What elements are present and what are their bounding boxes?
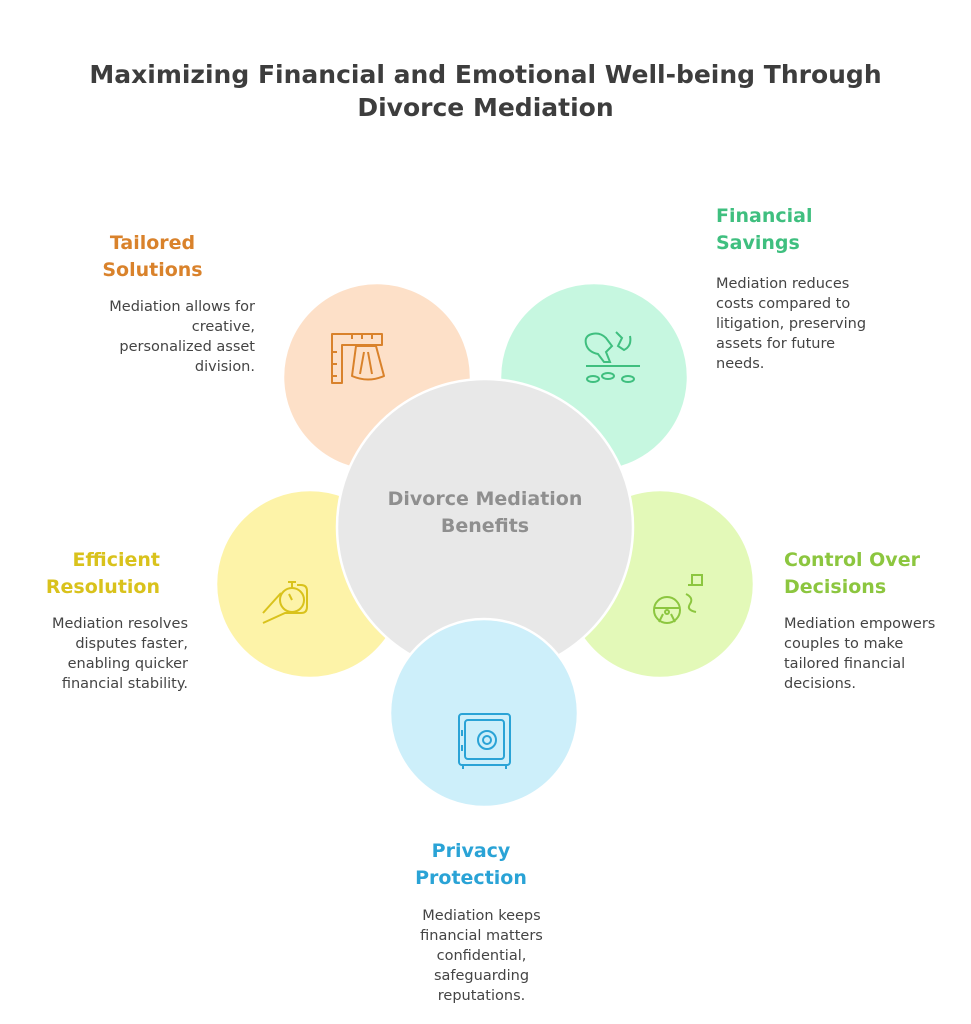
- desc-control: Mediation empowers couples to make tailo…: [784, 616, 936, 692]
- heading-efficient: Efficient Resolution: [45, 549, 160, 598]
- steering-wheel-icon: [653, 574, 703, 624]
- safe-icon: [458, 713, 511, 769]
- desc-efficient: Mediation resolves disputes faster, enab…: [51, 616, 188, 692]
- heading-privacy: Privacy Protection: [415, 840, 527, 889]
- center-label: Divorce Mediation Benefits: [387, 488, 583, 537]
- heading-financial: Financial Savings: [716, 205, 813, 254]
- heading-control: Control Over Decisions: [784, 549, 920, 598]
- broken-piggy-bank-icon: [584, 331, 640, 383]
- heading-tailored: Tailored Solutions: [102, 232, 203, 281]
- desc-tailored: Mediation allows for creative, personali…: [109, 299, 255, 375]
- desc-privacy: Mediation keeps financial matters confid…: [420, 908, 543, 1004]
- hand-stopwatch-icon: [262, 581, 308, 624]
- desc-financial: Mediation reduces costs compared to liti…: [716, 276, 867, 372]
- ruler-skirt-icon: [331, 333, 385, 384]
- page-title: Maximizing Financial and Emotional Well-…: [89, 60, 882, 122]
